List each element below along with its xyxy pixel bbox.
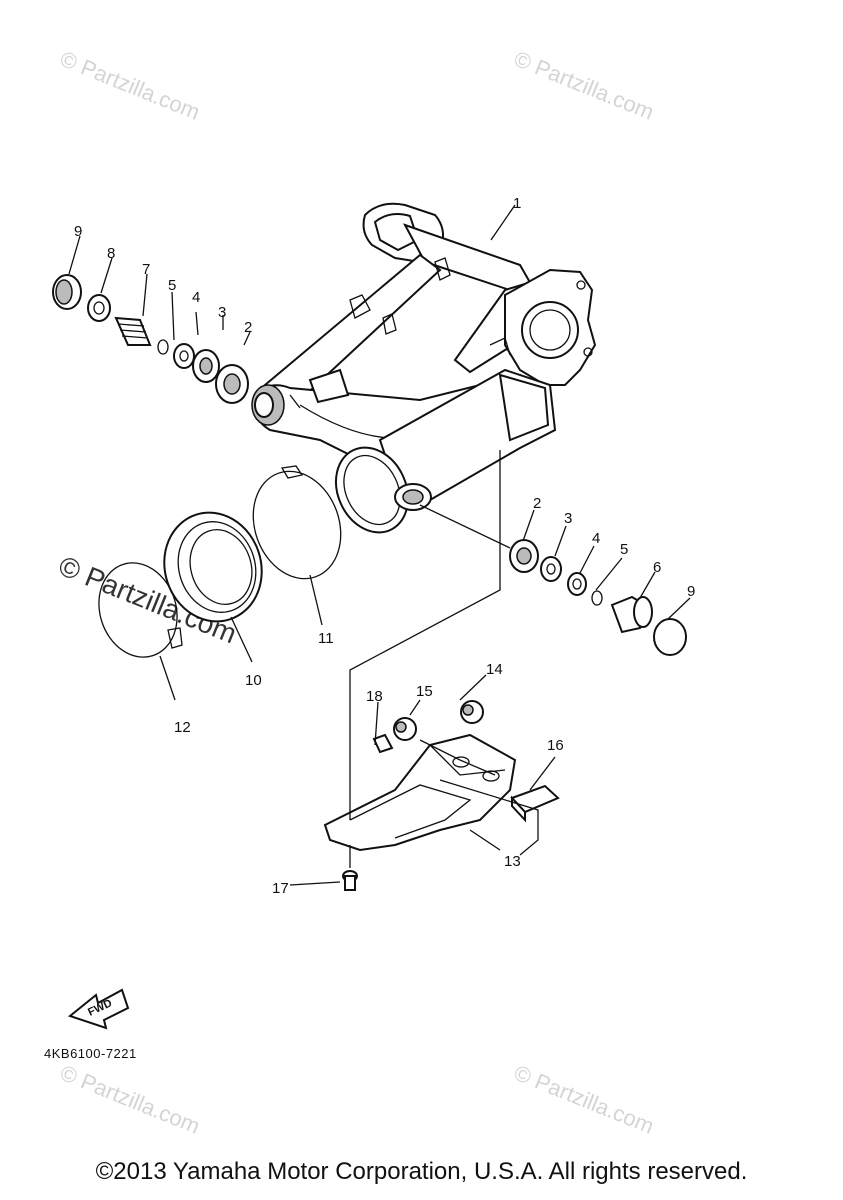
callout-11: 11 bbox=[318, 630, 334, 647]
callout-3a: 3 bbox=[218, 304, 226, 321]
oring-right[interactable] bbox=[591, 590, 603, 606]
callout-17: 17 bbox=[272, 880, 289, 897]
damper-15[interactable] bbox=[393, 717, 417, 741]
leader-lines bbox=[68, 204, 691, 886]
oil-seal-right[interactable] bbox=[540, 556, 562, 582]
bolt-18[interactable] bbox=[372, 733, 394, 754]
callout-5a: 5 bbox=[168, 277, 176, 294]
damper-14[interactable] bbox=[460, 700, 484, 724]
callout-9b: 9 bbox=[687, 583, 695, 600]
callout-2b: 2 bbox=[533, 495, 541, 512]
callout-13: 13 bbox=[504, 853, 521, 870]
bearing-left[interactable] bbox=[215, 364, 249, 404]
callout-8: 8 bbox=[107, 245, 115, 262]
callout-10: 10 bbox=[245, 672, 262, 689]
callout-4a: 4 bbox=[192, 289, 200, 306]
collar-right[interactable] bbox=[567, 572, 587, 596]
boot-clamp-11[interactable] bbox=[239, 459, 356, 591]
callout-12: 12 bbox=[174, 719, 191, 736]
swingarm-part[interactable] bbox=[251, 202, 597, 544]
bolt-17[interactable] bbox=[342, 870, 358, 891]
callout-16: 16 bbox=[547, 737, 564, 754]
boot-clamp-12[interactable] bbox=[87, 553, 189, 668]
callout-4b: 4 bbox=[592, 530, 600, 547]
rubber-boot-10[interactable] bbox=[150, 500, 275, 634]
callout-9a: 9 bbox=[74, 223, 82, 240]
copyright-text: ©2013 Yamaha Motor Corporation, U.S.A. A… bbox=[95, 1158, 748, 1185]
pivot-cap-left[interactable] bbox=[52, 274, 82, 310]
callout-18: 18 bbox=[366, 688, 383, 705]
diagram-code: 4KB6100-7221 bbox=[44, 1046, 137, 1061]
callout-2a: 2 bbox=[244, 319, 252, 336]
callout-14: 14 bbox=[486, 661, 503, 678]
fwd-arrow-icon: FWD bbox=[67, 988, 130, 1030]
lock-nut-left[interactable] bbox=[87, 294, 111, 322]
callout-6: 6 bbox=[653, 559, 661, 576]
pivot-shaft-right[interactable] bbox=[610, 595, 653, 634]
callout-5b: 5 bbox=[620, 541, 628, 558]
adjusting-bolt[interactable] bbox=[114, 316, 152, 346]
collar-left[interactable] bbox=[173, 343, 195, 369]
callout-1: 1 bbox=[513, 195, 521, 212]
callout-7: 7 bbox=[142, 261, 150, 278]
oil-seal-left[interactable] bbox=[192, 349, 220, 383]
callout-15: 15 bbox=[416, 683, 433, 700]
pad-16[interactable] bbox=[510, 784, 560, 823]
callout-numbers: 1 9 8 7 5 4 3 2 2 3 4 5 6 9 11 10 12 14 … bbox=[74, 195, 695, 897]
callout-3b: 3 bbox=[564, 510, 572, 527]
bearing-right[interactable] bbox=[509, 539, 539, 573]
pivot-cap-right[interactable] bbox=[653, 618, 687, 656]
oring-left[interactable] bbox=[157, 339, 169, 355]
guard-part[interactable] bbox=[323, 733, 517, 852]
